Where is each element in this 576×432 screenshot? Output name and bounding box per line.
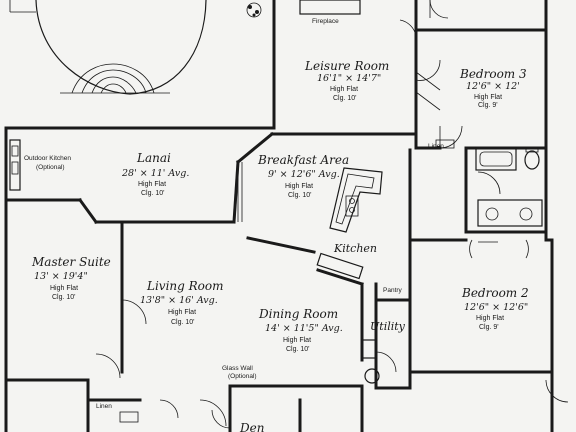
room-dims: 28' × 11' Avg. bbox=[121, 168, 189, 179]
room-dims: 12'6" × 12'6" bbox=[464, 302, 528, 313]
ceiling-type: High Flat bbox=[168, 309, 196, 316]
outdoor-kitchen-note: (Optional) bbox=[36, 164, 65, 171]
plant-icon bbox=[246, 2, 262, 18]
glass-wall-optional: (Optional) bbox=[228, 373, 257, 380]
walls bbox=[4, 0, 554, 432]
outdoor-kitchen: Outdoor Kitchen (Optional) bbox=[9, 139, 71, 191]
room-name: Bedroom 2 bbox=[461, 286, 529, 300]
ceiling-type: High Flat bbox=[476, 315, 504, 322]
linen-bottom-label: Linen bbox=[96, 403, 112, 410]
bath-fixtures: Linen bbox=[428, 139, 543, 227]
ceiling-type: High Flat bbox=[138, 181, 166, 188]
ceiling-height: Clg. 10' bbox=[141, 190, 165, 197]
room-name: Master Suite bbox=[31, 255, 111, 269]
linen-top-label: Linen bbox=[428, 143, 444, 150]
room-living: Living Room 13'8" × 16' Avg. High Flat C… bbox=[140, 279, 224, 326]
room-dims: 9' × 12'6" Avg. bbox=[268, 169, 340, 180]
ceiling-height: Clg. 9' bbox=[479, 324, 499, 331]
room-bedroom2: Bedroom 2 12'6" × 12'6" High Flat Clg. 9… bbox=[461, 286, 529, 331]
room-master: Master Suite 13' × 19'4" High Flat Clg. … bbox=[31, 255, 111, 301]
room-dims: 16'1" × 14'7" bbox=[317, 73, 381, 84]
room-name: Den bbox=[239, 421, 264, 432]
outdoor-kitchen-label: Outdoor Kitchen bbox=[24, 155, 71, 162]
room-name: Dining Room bbox=[258, 307, 338, 321]
room-lanai: Lanai 28' × 11' Avg. High Flat Clg. 10' bbox=[121, 151, 189, 197]
ceiling-type: High Flat bbox=[330, 86, 358, 93]
glass-wall bbox=[237, 162, 243, 222]
ceiling-height: Clg. 9' bbox=[478, 102, 498, 109]
room-bedroom3: Bedroom 3 12'6" × 12' High Flat Clg. 9' bbox=[459, 67, 527, 109]
doors bbox=[95, 0, 569, 429]
room-dims: 12'6" × 12' bbox=[466, 81, 520, 92]
room-name: Leisure Room bbox=[304, 59, 389, 73]
ceiling-type: High Flat bbox=[50, 285, 78, 292]
room-name: Breakfast Area bbox=[257, 153, 349, 167]
ceiling-height: Clg. 10' bbox=[171, 319, 195, 326]
kitchen-counter: Kitchen bbox=[316, 167, 383, 280]
utility-label: Utility bbox=[370, 320, 406, 333]
room-den: Den bbox=[239, 421, 264, 432]
room-dining: Dining Room 14' × 11'5" Avg. High Flat C… bbox=[258, 307, 343, 353]
master-bath-entry: Linen bbox=[96, 399, 179, 423]
room-name: Living Room bbox=[146, 279, 224, 293]
pantry: Pantry Utility bbox=[361, 287, 406, 384]
room-breakfast: Breakfast Area 9' × 12'6" Avg. High Flat… bbox=[257, 153, 349, 199]
glass-wall-label: Glass Wall bbox=[222, 365, 253, 372]
room-leisure: Leisure Room 16'1" × 14'7" High Flat Clg… bbox=[304, 59, 389, 102]
kitchen-label: Kitchen bbox=[333, 242, 377, 255]
room-name: Bedroom 3 bbox=[459, 67, 527, 81]
pantry-label: Pantry bbox=[383, 287, 403, 294]
ceiling-type: High Flat bbox=[474, 94, 502, 101]
glass-wall-note: Glass Wall (Optional) bbox=[222, 365, 257, 380]
ceiling-height: Clg. 10' bbox=[286, 346, 310, 353]
room-name: Lanai bbox=[136, 151, 171, 165]
fireplace-label: Fireplace bbox=[312, 18, 339, 25]
room-dims: 13' × 19'4" bbox=[34, 271, 88, 282]
room-dims: 14' × 11'5" Avg. bbox=[265, 323, 343, 334]
ceiling-height: Clg. 10' bbox=[333, 95, 357, 102]
pool bbox=[9, 0, 207, 95]
ceiling-height: Clg. 10' bbox=[52, 294, 76, 301]
room-dims: 13'8" × 16' Avg. bbox=[140, 295, 218, 306]
fireplace: Fireplace bbox=[299, 0, 361, 25]
ceiling-height: Clg. 10' bbox=[288, 192, 312, 199]
ceiling-type: High Flat bbox=[285, 183, 313, 190]
ceiling-type: High Flat bbox=[283, 337, 311, 344]
